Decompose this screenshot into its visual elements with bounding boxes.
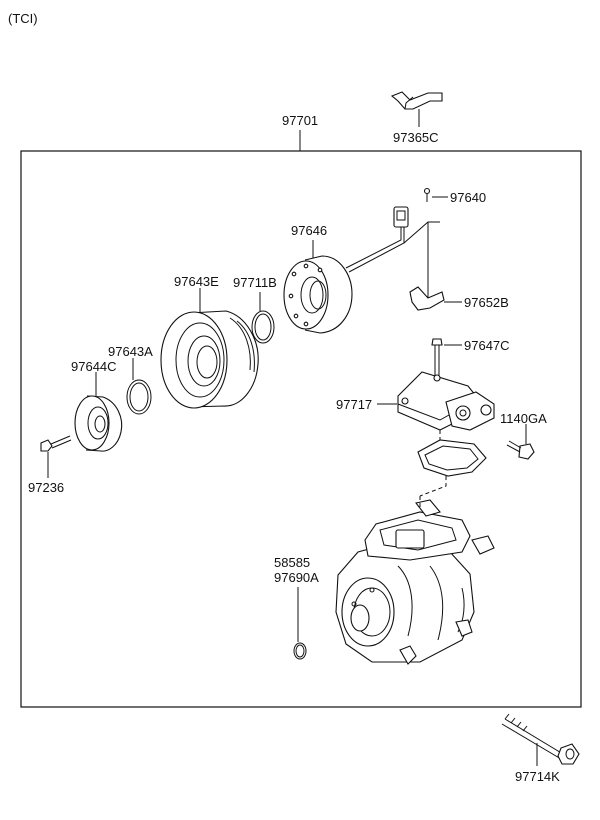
- label-97236: 97236: [28, 480, 64, 495]
- label-97714k: 97714K: [515, 769, 560, 784]
- small-bolt-part: [423, 187, 431, 202]
- cover-bolt-part: [431, 338, 443, 376]
- bracket-top-part: [390, 91, 443, 110]
- assembly-guide-gasket: [419, 476, 447, 497]
- label-97643e: 97643E: [174, 274, 219, 289]
- compressor-body-part: [335, 499, 495, 665]
- label-97646: 97646: [291, 223, 327, 238]
- assembly-frame: [20, 150, 582, 708]
- label-97365c: 97365C: [393, 130, 439, 145]
- label-58585: 58585: [274, 555, 310, 570]
- label-97643a: 97643A: [108, 344, 153, 359]
- variant-label: (TCI): [8, 11, 38, 26]
- pulley-part: [160, 310, 259, 409]
- label-97652b: 97652B: [464, 295, 509, 310]
- label-97711b: 97711B: [233, 275, 277, 290]
- clutch-hub-part: [74, 395, 123, 452]
- wire-bracket-part: [409, 222, 445, 311]
- gasket-part: [417, 439, 487, 477]
- fitting-bolt-part: [506, 440, 535, 460]
- label-97701: 97701: [282, 113, 318, 128]
- oring-part: [293, 642, 307, 660]
- cover-part: [397, 371, 495, 431]
- hub-bolt-part: [40, 435, 72, 452]
- long-bolt-part: [501, 713, 580, 765]
- label-97690a: 97690A: [274, 570, 319, 585]
- field-coil-part: [283, 255, 353, 334]
- label-97647c: 97647C: [464, 338, 510, 353]
- snap-ring-pulley-part: [126, 379, 152, 415]
- coil-connector-wire: [345, 206, 440, 273]
- label-1140ga: 1140GA: [500, 411, 547, 426]
- label-97717: 97717: [336, 397, 372, 412]
- label-97640: 97640: [450, 190, 486, 205]
- label-97644c: 97644C: [71, 359, 117, 374]
- snap-ring-coil-part: [251, 310, 275, 344]
